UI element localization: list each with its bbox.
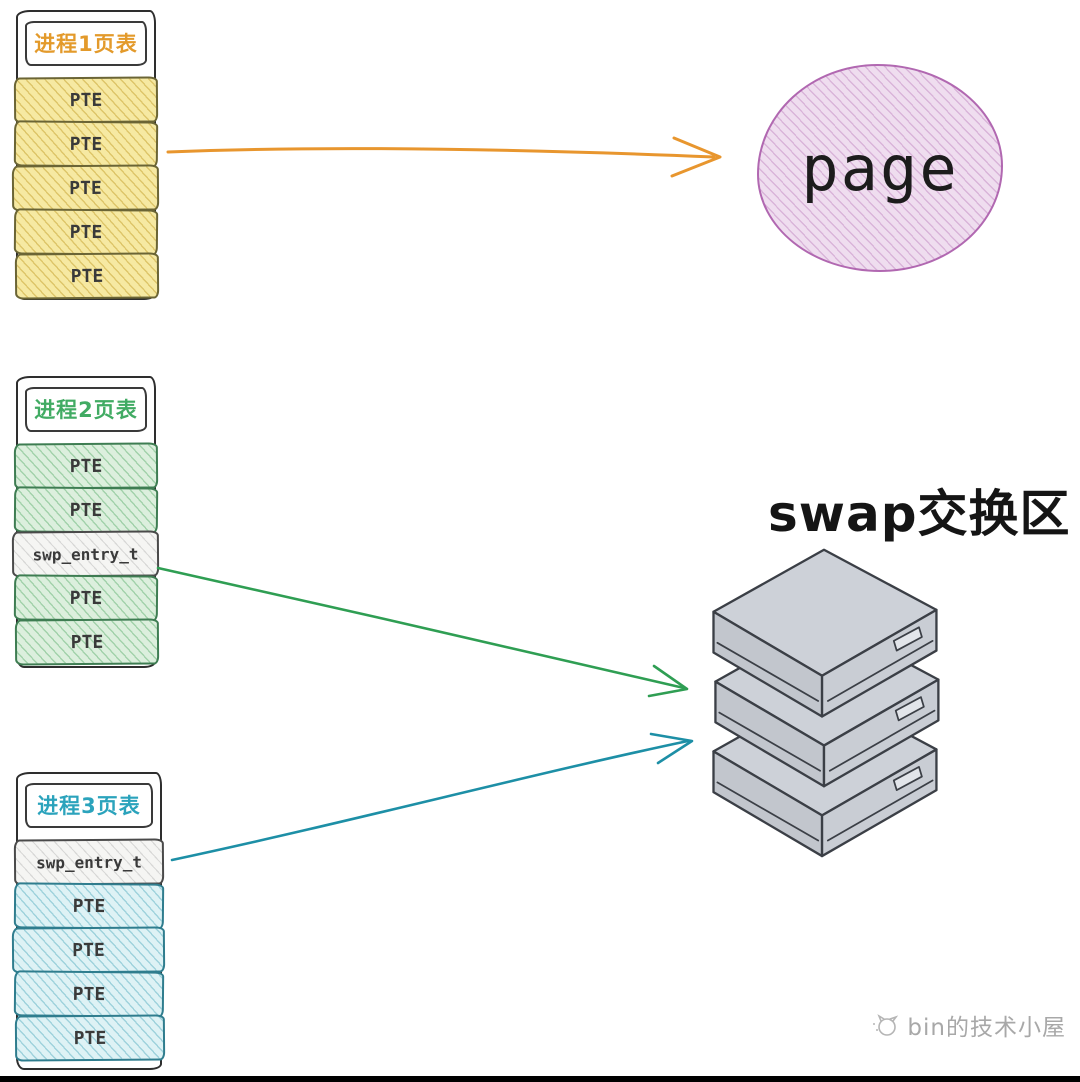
pte-row: PTE	[11, 164, 160, 212]
watermark: bin的技术小屋	[870, 1008, 1066, 1042]
process3-page-table-title: 进程3页表	[25, 783, 153, 828]
pte-row: PTE	[13, 486, 159, 534]
swap-disk-middle	[714, 618, 940, 788]
process2-page-table-title: 进程2页表	[25, 387, 147, 432]
page-node-label: page	[801, 131, 959, 205]
pte-row: PTE	[11, 926, 166, 974]
process2-page-table: 进程2页表 PTE PTE swp_entry_t PTE PTE	[11, 376, 160, 668]
pte-row: PTE	[14, 252, 160, 300]
pte-row: PTE	[13, 120, 159, 168]
swap-area-title: swap交换区	[768, 485, 1071, 543]
process3-rows: swp_entry_t PTE PTE PTE PTE	[11, 838, 166, 1062]
process1-rows: PTE PTE PTE PTE PTE	[11, 76, 160, 300]
swap-entry-row: swp_entry_t	[11, 530, 160, 578]
pte-row: PTE	[13, 574, 159, 622]
pte-row: PTE	[14, 1014, 166, 1062]
arrow-process3-to-swap	[170, 732, 694, 862]
swap-disk-bottom	[712, 688, 938, 858]
process3-page-table: 进程3页表 swp_entry_t PTE PTE PTE PTE	[11, 772, 166, 1070]
pte-row: PTE	[13, 970, 165, 1018]
pte-row: PTE	[13, 208, 159, 256]
arrow-pte-to-page	[166, 136, 722, 178]
page-node: page	[757, 64, 1003, 272]
swap-disk-top	[712, 548, 938, 718]
process2-rows: PTE PTE swp_entry_t PTE PTE	[11, 442, 160, 666]
pte-row: PTE	[13, 882, 165, 930]
arrow-process2-to-swap	[156, 566, 689, 698]
process1-page-table: 进程1页表 PTE PTE PTE PTE PTE	[11, 10, 160, 300]
swap-entry-row: swp_entry_t	[13, 838, 165, 886]
pte-row: PTE	[13, 442, 159, 490]
process1-page-table-title: 进程1页表	[25, 21, 147, 66]
pte-row: PTE	[14, 618, 160, 666]
bottom-divider	[0, 1076, 1080, 1082]
swap-disk-stack	[712, 548, 940, 858]
watermark-icon	[873, 1014, 899, 1036]
pte-row: PTE	[13, 76, 159, 124]
watermark-text: bin的技术小屋	[907, 1015, 1066, 1041]
